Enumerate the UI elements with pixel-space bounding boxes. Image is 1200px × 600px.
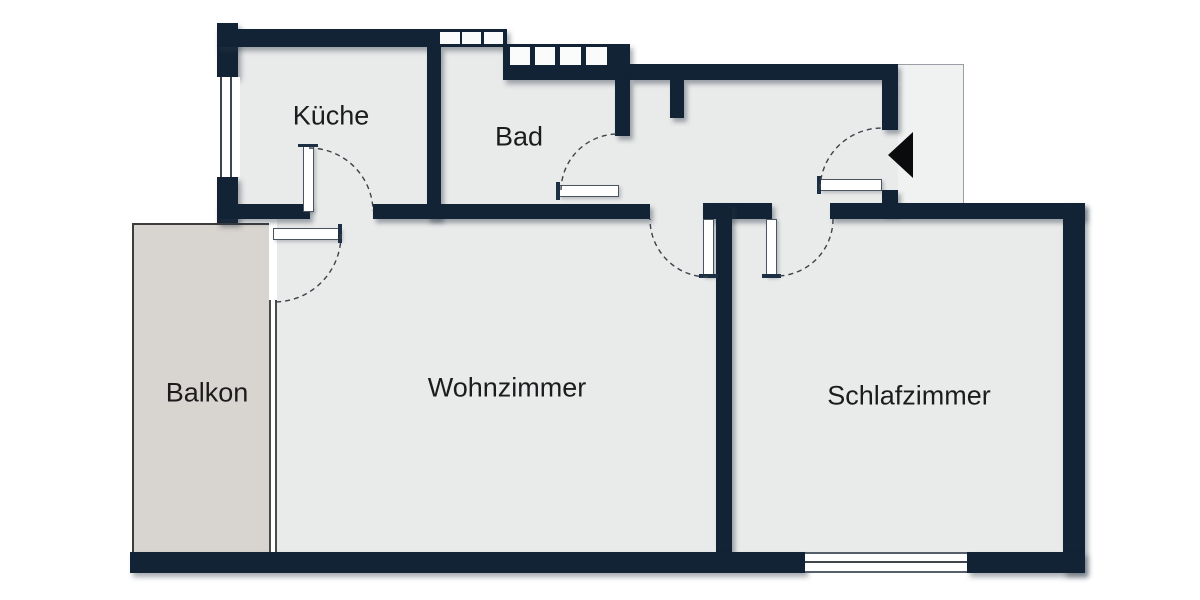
window-pane (462, 32, 481, 44)
door-endcap (699, 274, 718, 278)
living-and-bedroom-floor (277, 219, 1063, 552)
entrance-arrow-icon (888, 132, 913, 178)
wall-kueche-bad-divider (427, 47, 441, 219)
balkon-floor (132, 223, 269, 552)
wall-bad-right (615, 80, 630, 136)
door-endcap (817, 176, 821, 194)
wall-outer-bottom-left (130, 552, 805, 573)
window-pane (560, 47, 581, 65)
door-swing-arc (649, 218, 709, 278)
door-endcap (338, 224, 342, 243)
room-label-wohnzimmer: Wohnzimmer (427, 372, 587, 403)
wall-kueche-bottom (217, 204, 310, 219)
wall-hall-stub (670, 80, 684, 118)
window-pane (535, 47, 555, 65)
window-pane (440, 32, 460, 44)
window-schlafzimmer (805, 552, 967, 573)
wall-entrance-upper (882, 80, 898, 130)
wall-outer-bottom-right (967, 552, 1085, 573)
balcony-glass-window (269, 300, 277, 552)
kueche-doorway (310, 204, 373, 219)
wall-schlafzimmer-top (830, 203, 1085, 219)
entrance-doorway (882, 130, 898, 190)
bad-and-hall-floor (441, 80, 882, 204)
window-kueche-left (215, 77, 240, 177)
door-swing-arc (560, 133, 619, 191)
room-label-schlafzimmer: Schlafzimmer (827, 380, 991, 411)
door-endcap (762, 274, 781, 278)
window-pane (510, 47, 530, 65)
bad-floor-notch (441, 46, 503, 86)
door-swing-arc (819, 127, 883, 190)
wall-hall-top (630, 64, 898, 80)
door-swing-arc (775, 218, 834, 277)
window-glazing-line (230, 77, 232, 177)
door-endcap (298, 144, 318, 147)
stairwell-landing (898, 64, 964, 204)
wall-bad-bottom (373, 204, 650, 219)
wall-outer-right (1063, 203, 1085, 573)
schlafzimmer-doorway (772, 203, 830, 219)
wall-wohn-schlaf-divider (716, 203, 732, 552)
window-glazing-line (220, 77, 222, 177)
window-glazing-line (805, 561, 967, 563)
door-endcap (556, 182, 560, 200)
window-pane (586, 47, 607, 65)
wohnzimmer-doorway (650, 203, 705, 219)
room-label-kueche: Küche (292, 100, 370, 131)
wall-kueche-top (217, 29, 507, 47)
door-swing-arc (273, 233, 342, 303)
room-label-balkon: Balkon (165, 377, 249, 408)
door-swing-arc (308, 147, 374, 212)
room-label-bad: Bad (494, 121, 544, 152)
kueche-floor (238, 47, 427, 204)
window-pane (484, 32, 503, 44)
